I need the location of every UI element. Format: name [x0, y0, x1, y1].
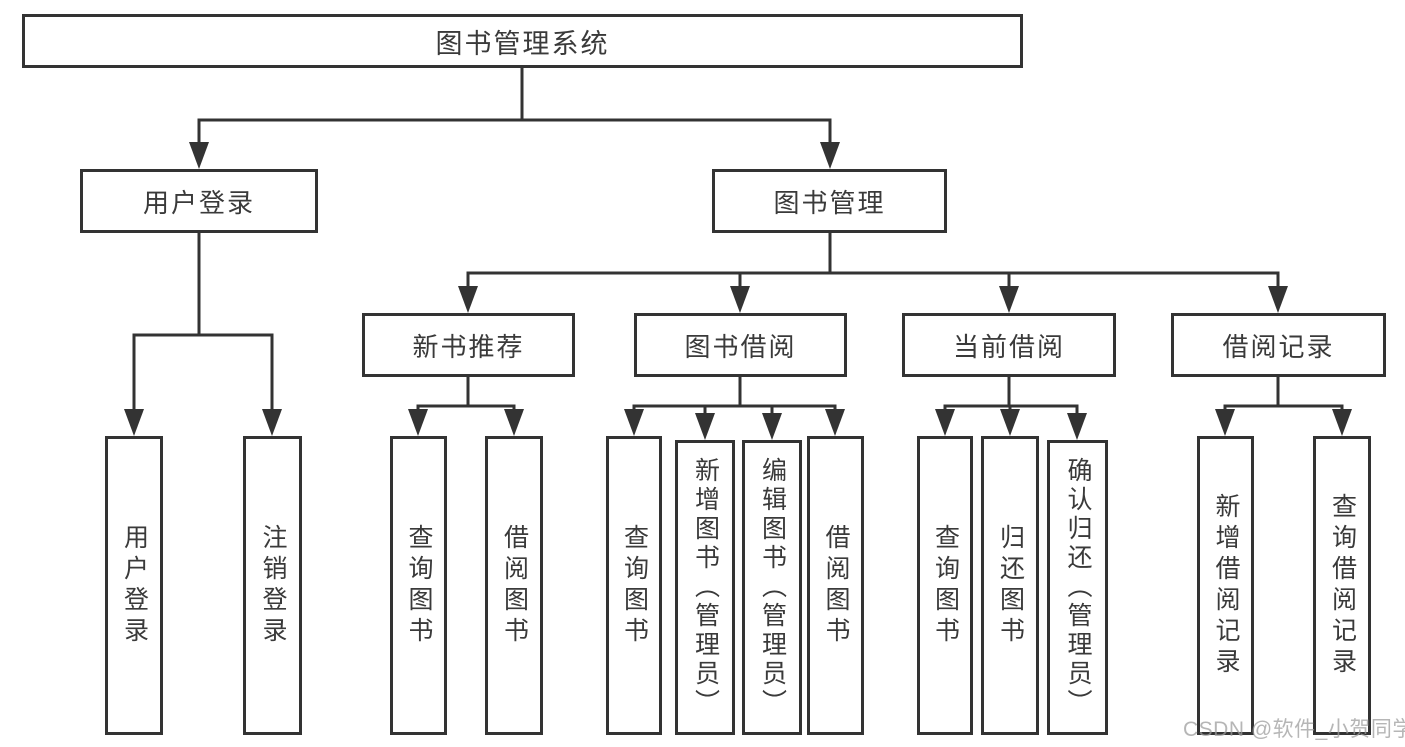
leaf-query-books-2: 查询图书	[606, 436, 662, 735]
node-label: 图书管理	[773, 187, 886, 218]
leaf-return-books: 归还图书	[981, 436, 1039, 735]
leaf-confirm-return-admin: 确认归还（管理员）	[1047, 440, 1108, 735]
leaf-query-books-1: 查询图书	[390, 436, 447, 735]
leaf-label: 确认归还（管理员）	[1064, 457, 1092, 718]
node-library-management-system: 图书管理系统	[22, 14, 1023, 68]
leaf-label: 新增借阅记录	[1212, 492, 1240, 679]
leaf-label: 注销登录	[259, 523, 287, 648]
node-label: 图书管理系统	[435, 28, 610, 59]
node-label: 图书借阅	[684, 331, 797, 362]
leaf-add-book-admin: 新增图书（管理员）	[675, 440, 735, 735]
node-label: 新书推荐	[412, 331, 525, 362]
arrowheads	[124, 142, 1352, 440]
leaf-borrow-books-1: 借阅图书	[485, 436, 543, 735]
leaf-query-books-3: 查询图书	[917, 436, 973, 735]
leaf-borrow-books-2: 借阅图书	[807, 436, 864, 735]
leaf-label: 借阅图书	[500, 523, 529, 648]
leaf-logout: 注销登录	[243, 436, 302, 735]
leaf-label: 查询图书	[620, 523, 649, 648]
csdn-watermark: CSDN @软件_小贺同学	[1183, 718, 1405, 741]
leaf-add-borrow-record: 新增借阅记录	[1197, 436, 1254, 735]
leaf-label: 用户登录	[120, 523, 149, 648]
leaf-label: 归还图书	[996, 523, 1025, 648]
node-new-book-recommendation: 新书推荐	[362, 313, 575, 377]
leaf-label: 新增图书（管理员）	[691, 457, 720, 718]
node-label: 当前借阅	[952, 331, 1065, 362]
leaf-label: 编辑图书（管理员）	[758, 457, 787, 718]
node-book-management-module: 图书管理	[712, 169, 947, 233]
node-current-borrowing: 当前借阅	[902, 313, 1116, 377]
node-label: 用户登录	[142, 187, 255, 218]
leaf-label: 查询借阅记录	[1328, 492, 1357, 679]
leaf-label: 借阅图书	[822, 523, 850, 648]
leaf-label: 查询图书	[931, 523, 960, 648]
leaf-label: 查询图书	[405, 523, 433, 648]
leaf-user-login: 用户登录	[105, 436, 163, 735]
leaf-edit-book-admin: 编辑图书（管理员）	[742, 440, 802, 735]
node-book-borrowing: 图书借阅	[634, 313, 847, 377]
leaf-query-borrow-record: 查询借阅记录	[1313, 436, 1371, 735]
node-label: 借阅记录	[1222, 331, 1335, 362]
node-user-login-module: 用户登录	[80, 169, 318, 233]
node-borrowing-records: 借阅记录	[1171, 313, 1386, 377]
